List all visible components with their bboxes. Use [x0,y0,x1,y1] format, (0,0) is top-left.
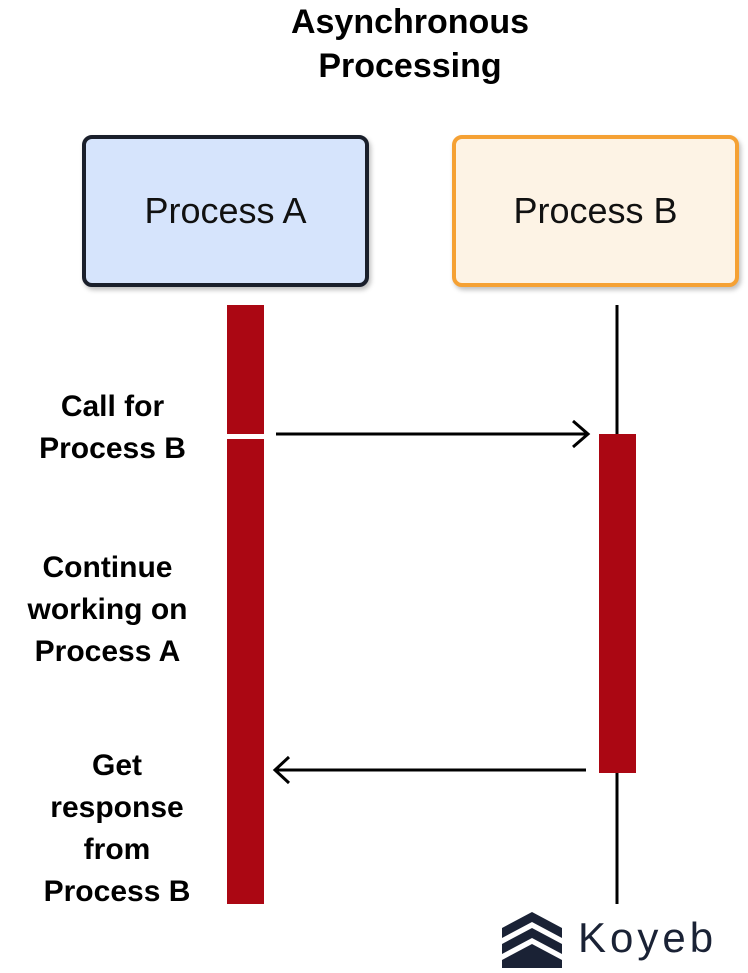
process-a-box: Process A [82,135,369,287]
step-continue-label: Continue working on Process A [5,547,210,673]
process-b-activation [599,434,636,773]
step-call-line-1: Call for [60,390,165,423]
process-a-activation-bottom [227,439,264,904]
diagram-title: Asynchronous Processing [0,0,748,88]
step-call-label: Call for Process B [20,386,205,470]
title-line-2: Processing [318,47,502,85]
step-get-line-1: Get [91,749,142,782]
title-line-1: Asynchronous [290,3,530,41]
step-call-line-2: Process B [39,432,186,465]
step-get-label: Get response from Process B [22,745,212,913]
step-continue-line-3: Process A [34,635,181,668]
response-arrow [272,755,586,785]
process-a-activation-top [227,305,264,434]
process-b-box: Process B [452,135,739,287]
call-arrow [276,419,591,449]
process-b-label: Process B [513,190,678,231]
koyeb-logo-text: Koyeb [578,914,718,961]
step-get-line-2: response [50,791,184,824]
step-get-line-3: from [83,833,151,866]
process-a-label: Process A [144,190,307,231]
step-continue-line-2: working on [27,593,188,626]
koyeb-logo: Koyeb [500,908,740,968]
step-continue-line-1: Continue [42,551,173,584]
koyeb-chevron-icon [502,912,562,968]
step-get-line-4: Process B [43,875,191,908]
